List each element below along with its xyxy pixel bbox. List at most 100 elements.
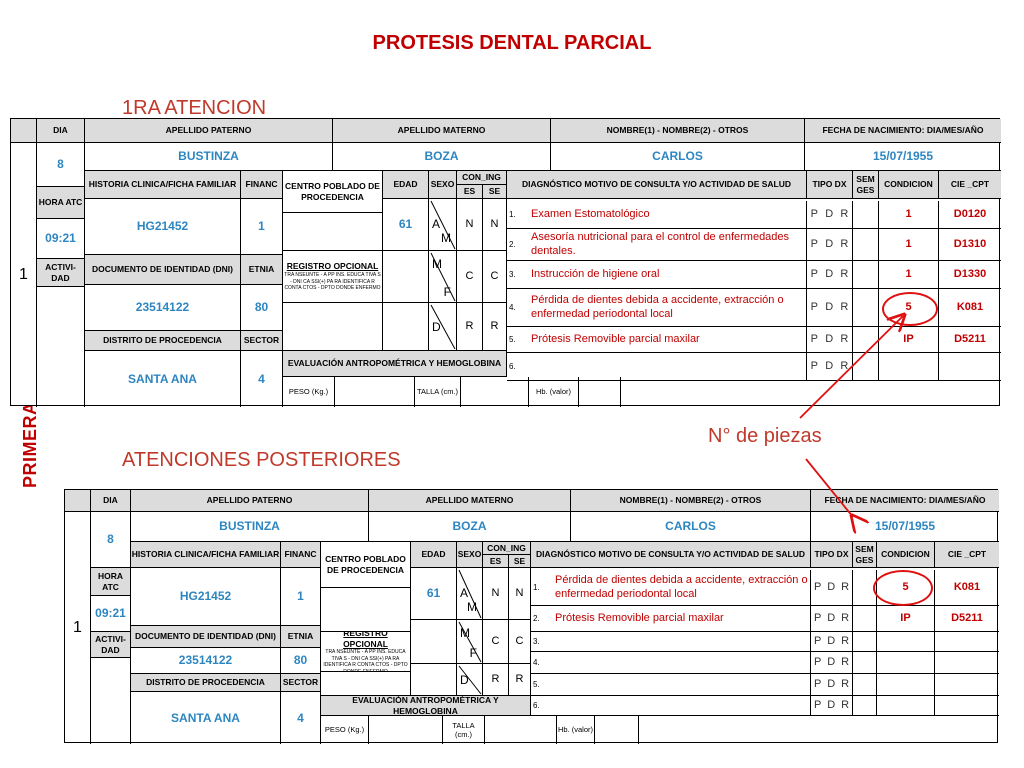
- nombre-value: CARLOS: [551, 143, 805, 171]
- tipo-dx-letter[interactable]: P: [810, 207, 818, 220]
- sexo-a[interactable]: A: [460, 586, 469, 600]
- tipo-dx-letter[interactable]: R: [840, 300, 849, 313]
- tipo-dx-letter[interactable]: P: [813, 655, 822, 668]
- header-con-ing: CON_ING: [483, 542, 531, 555]
- es-value-3: R: [457, 303, 483, 351]
- tipo-dx-letter[interactable]: D: [827, 611, 836, 624]
- label-hb: Hb. (valor): [557, 716, 595, 744]
- sexo-m[interactable]: M: [467, 600, 477, 614]
- tipo-dx-letter[interactable]: R: [841, 655, 850, 668]
- label-sector: SECTOR: [281, 674, 321, 692]
- row-number: 1: [65, 512, 91, 744]
- header-cie: CIE _CPT: [939, 171, 1001, 199]
- financ-value: 1: [281, 568, 321, 626]
- sexo-m[interactable]: M: [441, 231, 451, 245]
- condicion-value: 5: [877, 570, 935, 606]
- tipo-dx-letter[interactable]: R: [840, 207, 849, 220]
- dx-number: 1.: [531, 570, 551, 606]
- tipo-dx-letter[interactable]: D: [825, 332, 834, 345]
- sexo-d[interactable]: D: [460, 673, 469, 687]
- sexo-f[interactable]: F: [443, 285, 451, 299]
- condicion-value: 5: [879, 289, 939, 327]
- header-tipo-dx: TIPO DX: [811, 542, 853, 568]
- label-talla: TALLA (cm.): [415, 377, 461, 407]
- header-tipo-dx: TIPO DX: [807, 171, 853, 199]
- dx-number: 3.: [507, 261, 527, 289]
- evaluacion-blank: [639, 716, 999, 744]
- sexo-f[interactable]: F: [469, 646, 477, 660]
- tipo-dx-letter[interactable]: P: [813, 611, 822, 624]
- label-etnia: ETNIA: [241, 255, 283, 285]
- registro-value: [283, 303, 383, 351]
- header-financ: FINANC: [241, 171, 283, 199]
- tipo-dx-letter[interactable]: R: [841, 580, 850, 593]
- tipo-dx-letter[interactable]: D: [825, 267, 834, 280]
- tipo-dx-letter[interactable]: P: [813, 634, 822, 647]
- day-value: 8: [37, 143, 85, 187]
- label-etnia: ETNIA: [281, 626, 321, 648]
- tipo-dx-letter[interactable]: D: [827, 677, 836, 690]
- apellido-paterno-value: BUSTINZA: [131, 512, 369, 542]
- hora-value: 09:21: [91, 596, 131, 632]
- tipo-dx-letter[interactable]: P: [810, 267, 818, 280]
- header-es: ES: [457, 185, 483, 199]
- condicion-value: 1: [879, 261, 939, 289]
- tipo-dx-letter[interactable]: P: [813, 677, 822, 690]
- cie-value: K081: [939, 289, 1001, 327]
- header-evaluacion: EVALUACIÓN ANTROPOMÉTRICA Y HEMOGLOBINA: [321, 696, 531, 716]
- sexo-m-2[interactable]: M: [432, 257, 442, 271]
- page-title: PROTESIS DENTAL PARCIAL: [372, 32, 652, 54]
- tipo-dx-letter[interactable]: R: [840, 332, 849, 345]
- tipo-dx-letter[interactable]: P: [810, 332, 818, 345]
- tipo-dx-letter[interactable]: R: [840, 267, 849, 280]
- tipo-dx-letter[interactable]: P: [810, 359, 818, 372]
- tipo-dx-letter[interactable]: D: [825, 359, 834, 372]
- label-peso: PESO (Kg.): [321, 716, 369, 744]
- tipo-dx-letter[interactable]: R: [841, 634, 850, 647]
- edad-value: 61: [383, 199, 429, 251]
- sexo-cell-3: D: [429, 303, 457, 351]
- tipo-dx-letter[interactable]: D: [827, 655, 836, 668]
- cie-value: D1310: [939, 229, 1001, 261]
- sexo-d[interactable]: D: [432, 320, 441, 334]
- cie-value: D5211: [935, 606, 999, 632]
- header-fecha-nacimiento: FECHA DE NACIMIENTO: DIA/MES/AÑO: [811, 490, 999, 512]
- edad-value: 61: [411, 568, 457, 620]
- tipo-dx-letter[interactable]: P: [813, 580, 822, 593]
- centro-value: [283, 213, 383, 251]
- sem-ges-value: [853, 201, 879, 229]
- label-actividad: ACTIVI- DAD: [91, 632, 131, 658]
- header-apellido-paterno: APELLIDO PATERNO: [85, 119, 333, 143]
- tipo-dx-letter[interactable]: D: [825, 300, 834, 313]
- sexo-m-2[interactable]: M: [460, 626, 470, 640]
- registro-fine-print: TRA NSEUNTE - A PP INS. EDUCA TIVA S - D…: [284, 272, 381, 292]
- sexo-a[interactable]: A: [432, 217, 441, 231]
- tipo-dx-letter[interactable]: D: [827, 634, 836, 647]
- tipo-dx-letter[interactable]: R: [841, 611, 850, 624]
- tipo-dx-letter[interactable]: P: [813, 698, 822, 711]
- dx-description: Instrucción de higiene oral: [527, 261, 807, 289]
- tipo-dx-letter[interactable]: D: [825, 237, 834, 250]
- hb-value: [579, 377, 621, 407]
- es-value-2: C: [457, 251, 483, 303]
- tipo-dx-letter[interactable]: R: [841, 677, 850, 690]
- se-value-1: N: [509, 568, 531, 620]
- tipo-dx-letter[interactable]: D: [827, 580, 836, 593]
- label-hora: HORA ATC: [91, 568, 131, 596]
- tipo-dx-letter[interactable]: P: [810, 237, 818, 250]
- talla-value: [461, 377, 529, 407]
- tipo-dx-letter[interactable]: D: [827, 698, 836, 711]
- dx-description: Pérdida de dientes debida a accidente, e…: [527, 289, 807, 327]
- tipo-dx-letter[interactable]: D: [825, 207, 834, 220]
- tipo-dx-letter[interactable]: R: [841, 698, 850, 711]
- tipo-dx-letter[interactable]: P: [810, 300, 818, 313]
- tipo-dx-letter[interactable]: R: [840, 237, 849, 250]
- tipo-dx-letter[interactable]: R: [840, 359, 849, 372]
- condicion-value: 1: [879, 201, 939, 229]
- header-diagnostico: DIAGNÓSTICO MOTIVO DE CONSULTA Y/O ACTIV…: [507, 171, 807, 199]
